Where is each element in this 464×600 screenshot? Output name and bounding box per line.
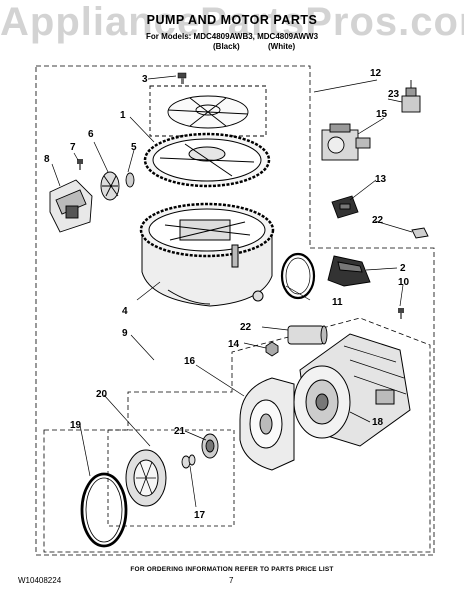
- part-2-cover: [327, 255, 371, 287]
- callout-20: 20: [96, 389, 108, 400]
- impeller-subassembly-box: [107, 429, 235, 527]
- color-black-label: (Black): [213, 42, 240, 51]
- part-10-screw: [398, 308, 404, 319]
- callout-13: 13: [375, 174, 387, 185]
- callout-4: 4: [122, 306, 128, 317]
- part-20-impeller: [125, 449, 167, 507]
- part-22-hose-clip-upper: [411, 227, 429, 239]
- part-21-seal: [201, 433, 219, 459]
- callout-16: 16: [184, 356, 196, 367]
- part-16-motor-shroud: [239, 377, 295, 471]
- part-22-capacitor: [287, 325, 328, 345]
- callout-15: 15: [376, 109, 388, 120]
- callout-3: 3: [142, 74, 148, 85]
- callout-22-upper: 22: [372, 215, 384, 226]
- callout-2: 2: [400, 263, 406, 274]
- part-13-clip: [331, 195, 359, 219]
- callout-12: 12: [370, 68, 382, 79]
- part-14-nut: [265, 341, 279, 357]
- part-8-filter-housing: [49, 179, 93, 233]
- page-number: 7: [229, 576, 234, 585]
- part-19-gasket-ring: [80, 472, 128, 548]
- part-4-pump-housing: [139, 202, 275, 307]
- assembly-boundary-outer: [35, 65, 435, 556]
- callout-18: 18: [372, 417, 384, 428]
- part-11-gasket: [280, 252, 316, 300]
- ordering-information-note: FOR ORDERING INFORMATION REFER TO PARTS …: [130, 566, 334, 573]
- color-white-label: (White): [268, 42, 296, 51]
- part-3-screw: [177, 72, 187, 84]
- callout-10: 10: [398, 277, 410, 288]
- model-numbers: For Models: MDC4809AWB3, MDC4809AWW3: [145, 32, 319, 41]
- page-title: PUMP AND MOTOR PARTS: [146, 13, 318, 27]
- part-filter-cover: [149, 85, 267, 137]
- part-17-washers: [181, 454, 196, 469]
- part-1-filter-ring: [143, 132, 271, 188]
- callout-6: 6: [88, 129, 94, 140]
- callout-9: 9: [122, 328, 128, 339]
- callout-21: 21: [174, 426, 186, 437]
- callout-7: 7: [70, 142, 76, 153]
- callout-19: 19: [70, 420, 82, 431]
- callout-8: 8: [44, 154, 50, 165]
- part-23-sensor: [401, 80, 421, 113]
- part-5-seal: [125, 172, 135, 188]
- callout-14: 14: [228, 339, 240, 350]
- callout-17: 17: [194, 510, 206, 521]
- callout-11: 11: [332, 297, 343, 308]
- part-7-screw: [77, 159, 83, 170]
- leader-lines: [51, 75, 413, 508]
- part-15-drain-pump: [321, 123, 371, 161]
- callout-1: 1: [120, 110, 126, 121]
- callouts: 3 1 12 23 15 5 6 7 8 13 22 2 10 11 4 9 2…: [44, 68, 410, 521]
- document-number: W10408224: [18, 576, 62, 585]
- watermark: AppliancePartsPros.com: [0, 0, 464, 44]
- callout-23: 23: [388, 89, 400, 100]
- part-6-impeller: [100, 171, 120, 201]
- callout-22-lower: 22: [240, 322, 252, 333]
- part-18-motor: [293, 333, 411, 447]
- callout-5: 5: [131, 142, 137, 153]
